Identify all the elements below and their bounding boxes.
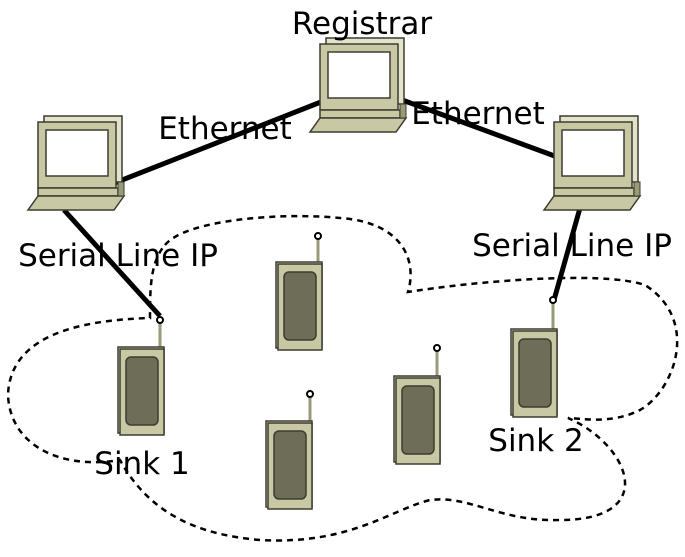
sensor-node-icon — [275, 261, 323, 351]
sink-2-label: Sink 2 — [488, 423, 583, 459]
sensor-node-icon — [265, 420, 313, 510]
serial-line-ip-right-label: Serial Line IP — [472, 228, 672, 264]
registrar-label: Registrar — [292, 6, 433, 42]
sink-1-sensor-icon — [117, 346, 165, 436]
serial-link-left — [62, 208, 162, 318]
sensor-antenna-tips — [156, 232, 557, 398]
sink-1-computer-icon — [27, 115, 125, 211]
serial-link-right — [551, 207, 583, 301]
sensor-node-icon — [393, 375, 441, 465]
ethernet-right-label: Ethernet — [411, 96, 545, 132]
wireless-cloud-boundary — [6, 214, 679, 542]
ethernet-link-right — [385, 91, 561, 161]
ethernet-link-left — [111, 97, 327, 187]
registrar-computer-icon — [309, 37, 407, 133]
serial-line-ip-left-label: Serial Line IP — [18, 238, 218, 274]
ethernet-left-label: Ethernet — [158, 111, 292, 147]
sink-1-label: Sink 1 — [94, 446, 189, 482]
sensor-antennas — [158, 238, 555, 424]
sink-2-sensor-icon — [510, 328, 558, 418]
sink-2-computer-icon — [543, 115, 641, 211]
